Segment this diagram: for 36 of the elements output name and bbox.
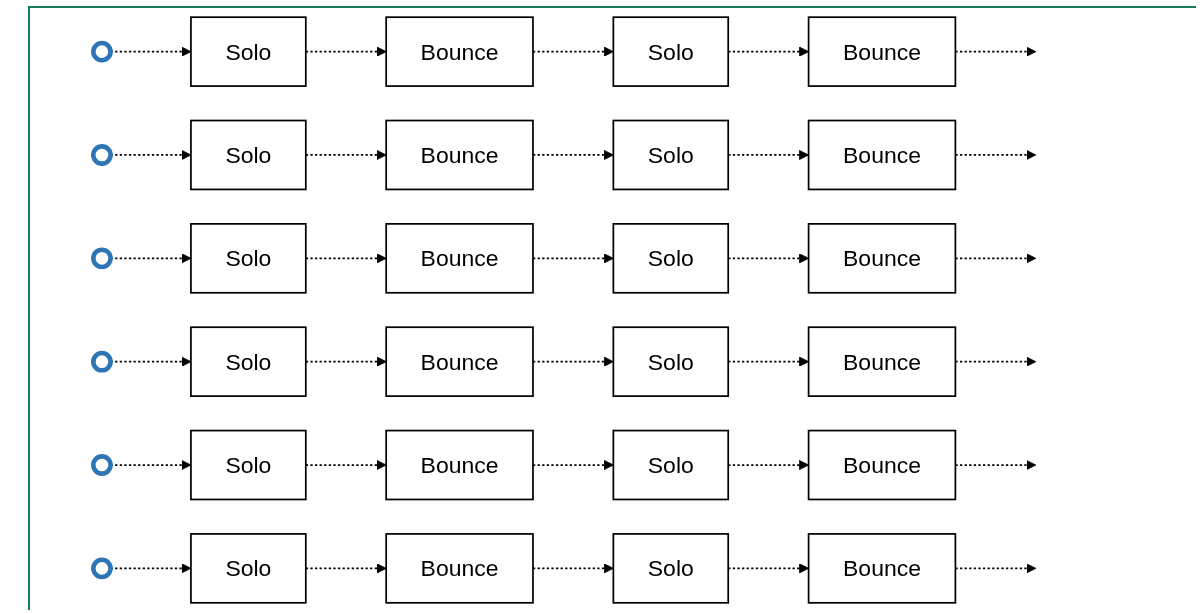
node-circle bbox=[91, 454, 113, 476]
node-box: Bounce bbox=[807, 326, 957, 397]
node-box: Solo bbox=[612, 533, 730, 604]
node-box: Solo bbox=[612, 326, 730, 397]
node-box: Solo bbox=[190, 326, 307, 397]
arrow bbox=[532, 563, 614, 574]
node-box: Solo bbox=[190, 119, 307, 191]
arrow bbox=[532, 46, 614, 57]
node-box: Bounce bbox=[385, 429, 534, 501]
node-box: Solo bbox=[612, 16, 730, 87]
node-box: Solo bbox=[190, 429, 307, 501]
arrow bbox=[532, 149, 614, 161]
node-box: Bounce bbox=[385, 16, 534, 87]
node-box: Solo bbox=[190, 533, 307, 604]
node-box: Bounce bbox=[807, 16, 957, 87]
node-box: Bounce bbox=[385, 326, 534, 397]
node-circle bbox=[91, 557, 113, 580]
node-box: Solo bbox=[190, 16, 307, 87]
arrow bbox=[532, 459, 614, 471]
node-box: Bounce bbox=[807, 429, 957, 501]
node-circle bbox=[91, 40, 113, 63]
arrow bbox=[532, 253, 614, 264]
node-box: Bounce bbox=[385, 119, 534, 191]
node-box: Bounce bbox=[807, 533, 957, 604]
node-box: Solo bbox=[612, 223, 730, 294]
node-box: Bounce bbox=[385, 533, 534, 604]
node-box: Solo bbox=[612, 119, 730, 191]
node-box: Bounce bbox=[385, 223, 534, 294]
arrow bbox=[532, 356, 614, 367]
node-box: Bounce bbox=[807, 223, 957, 294]
node-box: Solo bbox=[190, 223, 307, 294]
node-circle bbox=[91, 144, 113, 166]
node-box: Bounce bbox=[807, 119, 957, 191]
node-circle bbox=[91, 350, 113, 373]
node-circle bbox=[91, 247, 113, 270]
node-box: Solo bbox=[612, 429, 730, 501]
